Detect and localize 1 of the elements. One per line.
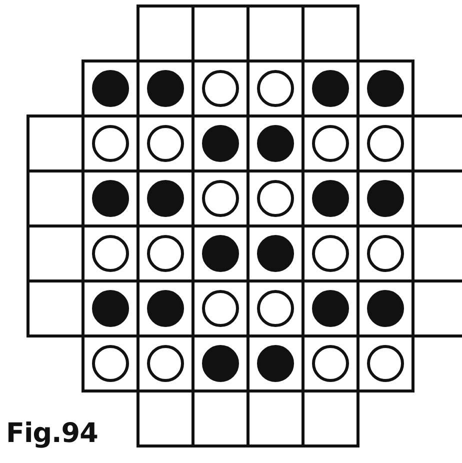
figure-caption: Fig.94 [6, 418, 98, 449]
